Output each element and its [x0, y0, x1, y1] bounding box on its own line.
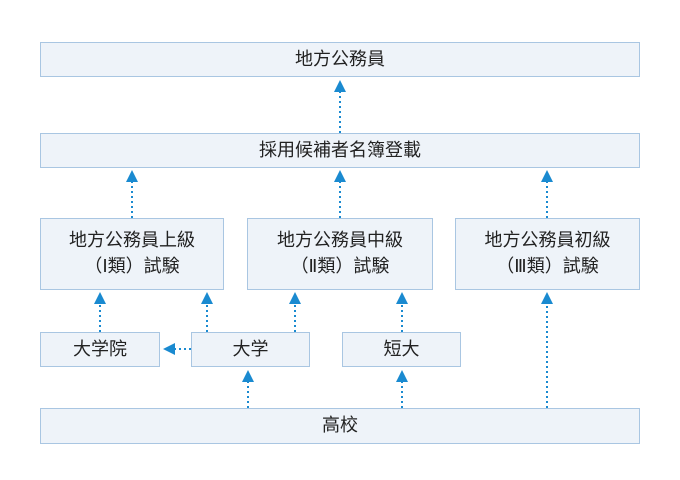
- node-exam-1-line2: （Ⅰ類）試験: [84, 256, 180, 277]
- node-meibo: 採用候補者名簿登載: [40, 133, 640, 168]
- node-exam-1-line1: 地方公務員上級: [69, 230, 195, 251]
- node-exam-2-line2: （Ⅱ類）試験: [290, 256, 390, 277]
- node-junior-college: 短大: [342, 332, 461, 367]
- node-exam-2-line1: 地方公務員中級: [277, 230, 403, 251]
- node-university: 大学: [191, 332, 310, 367]
- arrowhead-gradschool: [163, 343, 175, 355]
- node-graduate-school-label: 大学院: [73, 338, 127, 360]
- arrowhead-meibo-1: [126, 170, 138, 182]
- arrowhead-university: [242, 370, 254, 382]
- node-exam-1: 地方公務員上級 （Ⅰ類）試験: [40, 218, 224, 290]
- node-high-school: 高校: [40, 408, 640, 444]
- arrowhead-exam1-a: [94, 292, 106, 304]
- node-exam-3-line2: （Ⅲ類）試験: [496, 256, 599, 277]
- arrowhead-meibo-2: [334, 170, 346, 182]
- node-chihou-koumuin-label: 地方公務員: [295, 48, 385, 70]
- node-exam-2: 地方公務員中級 （Ⅱ類）試験: [247, 218, 433, 290]
- node-graduate-school: 大学院: [40, 332, 160, 367]
- arrowhead-koumuin: [334, 80, 346, 92]
- arrowhead-exam2-b: [396, 292, 408, 304]
- arrowhead-meibo-3: [541, 170, 553, 182]
- node-chihou-koumuin: 地方公務員: [40, 42, 640, 77]
- node-exam-3-line1: 地方公務員初級: [484, 230, 611, 251]
- arrowhead-exam1-b: [201, 292, 213, 304]
- arrowhead-juniorcollege: [396, 370, 408, 382]
- node-meibo-label: 採用候補者名簿登載: [259, 139, 421, 161]
- node-exam-3: 地方公務員初級 （Ⅲ類）試験: [455, 218, 640, 290]
- arrowhead-exam2-a: [289, 292, 301, 304]
- arrowhead-exam3: [541, 292, 553, 304]
- node-high-school-label: 高校: [322, 415, 358, 436]
- node-university-label: 大学: [232, 338, 269, 360]
- node-junior-college-label: 短大: [383, 338, 420, 360]
